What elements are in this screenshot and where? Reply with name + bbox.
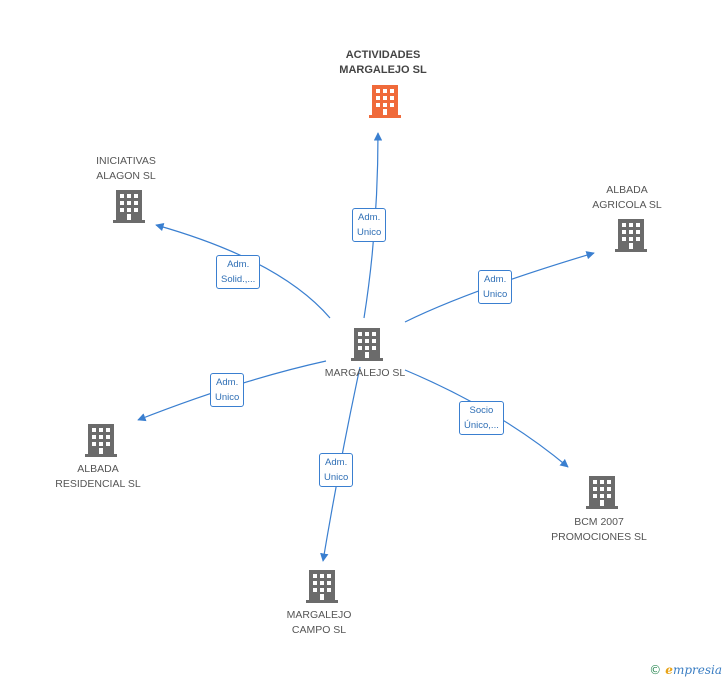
node-label-margalejo-campo[interactable]: MARGALEJO CAMPO SL <box>286 609 352 636</box>
node-label-albada-residencial[interactable]: ALBADA RESIDENCIAL SL <box>55 463 141 490</box>
brand-rest: mpresia <box>672 663 722 677</box>
edge-label-to-albada-residencial: Adm. Unico <box>210 373 245 407</box>
edge-label-to-margalejo-campo: Adm. Unico <box>319 453 354 487</box>
edge-label-to-bcm: Socio Único,... <box>459 401 504 435</box>
edge-label-to-actividades: Adm. Unico <box>352 208 387 242</box>
node-label-albada-agricola[interactable]: ALBADA AGRICOLA SL <box>592 184 662 211</box>
building-icon-bcm[interactable] <box>586 476 618 509</box>
empresia-brand[interactable]: ©empresia <box>649 663 722 677</box>
building-icon-albada-residencial[interactable] <box>85 424 117 457</box>
copyright-icon: © <box>649 663 662 677</box>
brand-e: e <box>665 663 673 677</box>
edge-label-to-albada-agricola: Adm. Unico <box>478 270 513 304</box>
edge-to-iniciativas <box>155 223 331 319</box>
node-label-margalejo[interactable]: MARGALEJO SL <box>324 367 406 379</box>
edge-label-to-iniciativas: Adm. Solid.,... <box>216 255 261 289</box>
node-label-actividades[interactable]: ACTIVIDADES MARGALEJO SL <box>339 49 427 76</box>
building-icon-actividades[interactable] <box>369 85 401 118</box>
node-label-iniciativas[interactable]: INICIATIVAS ALAGON SL <box>96 155 156 182</box>
building-icon-margalejo[interactable] <box>351 328 383 361</box>
node-label-bcm[interactable]: BCM 2007 PROMOCIONES SL <box>551 516 647 543</box>
building-icon-iniciativas[interactable] <box>113 190 145 223</box>
building-icon-albada-agricola[interactable] <box>615 219 647 252</box>
building-icon-margalejo-campo[interactable] <box>306 570 338 603</box>
